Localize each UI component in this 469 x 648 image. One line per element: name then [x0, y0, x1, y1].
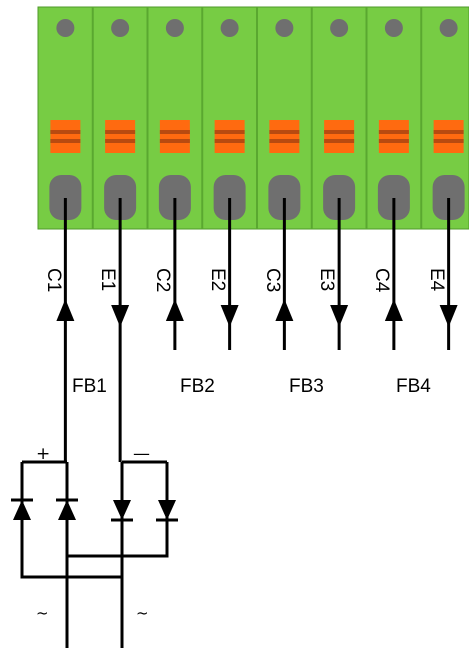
lever-icon-e1 [105, 120, 136, 153]
bridge-ac-right: ~ [136, 604, 149, 622]
screw-icon-e4 [439, 19, 458, 37]
arrow-icon-e2 [220, 305, 239, 327]
lever-icon-e2 [214, 120, 245, 153]
wire-e4 [439, 198, 458, 350]
terminal-label-c3: C3 [262, 268, 283, 292]
lever-icon-e4 [433, 120, 464, 153]
diode-2 [56, 498, 78, 520]
wire-c1 [56, 198, 75, 462]
terminal-label-c2: C2 [152, 268, 173, 292]
screw-icon-e2 [220, 19, 239, 37]
arrow-icon-e4 [439, 305, 458, 327]
terminal-label-e3: E3 [316, 268, 337, 291]
wire-c4 [384, 198, 403, 350]
terminal-label-c4: C4 [371, 268, 392, 293]
screw-icon-c2 [165, 19, 184, 37]
wire-e2 [220, 198, 239, 350]
diode-3 [111, 500, 133, 522]
feedback-label-fb4: FB4 [396, 376, 431, 397]
arrow-icon-c1 [56, 299, 75, 321]
terminal-label-e4: E4 [426, 268, 447, 292]
arrow-icon-c4 [384, 299, 403, 321]
arrow-icon-e3 [330, 305, 349, 327]
wire-e1 [111, 198, 130, 462]
lever-icon-c1 [50, 120, 81, 153]
wire-c2 [165, 198, 184, 350]
screw-icon-e3 [330, 19, 349, 37]
terminal-label-e2: E2 [207, 268, 228, 291]
screw-icon-c3 [275, 19, 294, 37]
screw-icon-c1 [56, 19, 75, 37]
diode-4 [156, 500, 178, 522]
screw-icon-e1 [111, 19, 130, 37]
lever-icon-e3 [324, 120, 355, 153]
wire-c3 [275, 198, 294, 350]
bridge-plus-sign: + [36, 444, 50, 464]
terminal-label-c1: C1 [43, 268, 64, 292]
bridge-rectifier [11, 460, 178, 648]
wire-entry-icon-c3 [268, 175, 301, 220]
feedback-label-fb3: FB3 [289, 376, 324, 397]
wire-entry-icon-e4 [432, 175, 465, 220]
arrow-icon-e1 [111, 305, 130, 327]
diode-1 [11, 498, 33, 520]
wire-entry-icon-c2 [158, 175, 191, 220]
arrow-icon-c2 [165, 299, 184, 321]
terminal-block-strip [37, 6, 469, 230]
terminal-labels: C1 E1 C2 E2 C3 E3 C4 E4 [43, 268, 447, 293]
signal-wires [56, 198, 458, 462]
screw-icon-c4 [384, 19, 403, 37]
feedback-label-fb2: FB2 [180, 376, 215, 397]
arrow-icon-c3 [275, 299, 294, 321]
feedback-labels: FB1 FB2 FB3 FB4 [72, 376, 431, 397]
terminal-label-e1: E1 [97, 268, 118, 291]
bridge-ac-left: ~ [36, 604, 49, 622]
lever-icon-c2 [159, 120, 190, 153]
lever-icon-c4 [378, 120, 409, 153]
bridge-right-outer-wire [67, 462, 169, 558]
wire-entry-icon-c1 [49, 175, 82, 220]
wire-e3 [330, 198, 349, 350]
lever-icon-c3 [269, 120, 300, 153]
feedback-label-fb1: FB1 [72, 376, 107, 397]
wire-entry-icon-e1 [104, 175, 137, 220]
wire-entry-icon-c4 [377, 175, 410, 220]
wire-entry-icon-e2 [213, 175, 246, 220]
bridge-minus-sign: — [133, 444, 150, 464]
wire-entry-icon-e3 [323, 175, 356, 220]
